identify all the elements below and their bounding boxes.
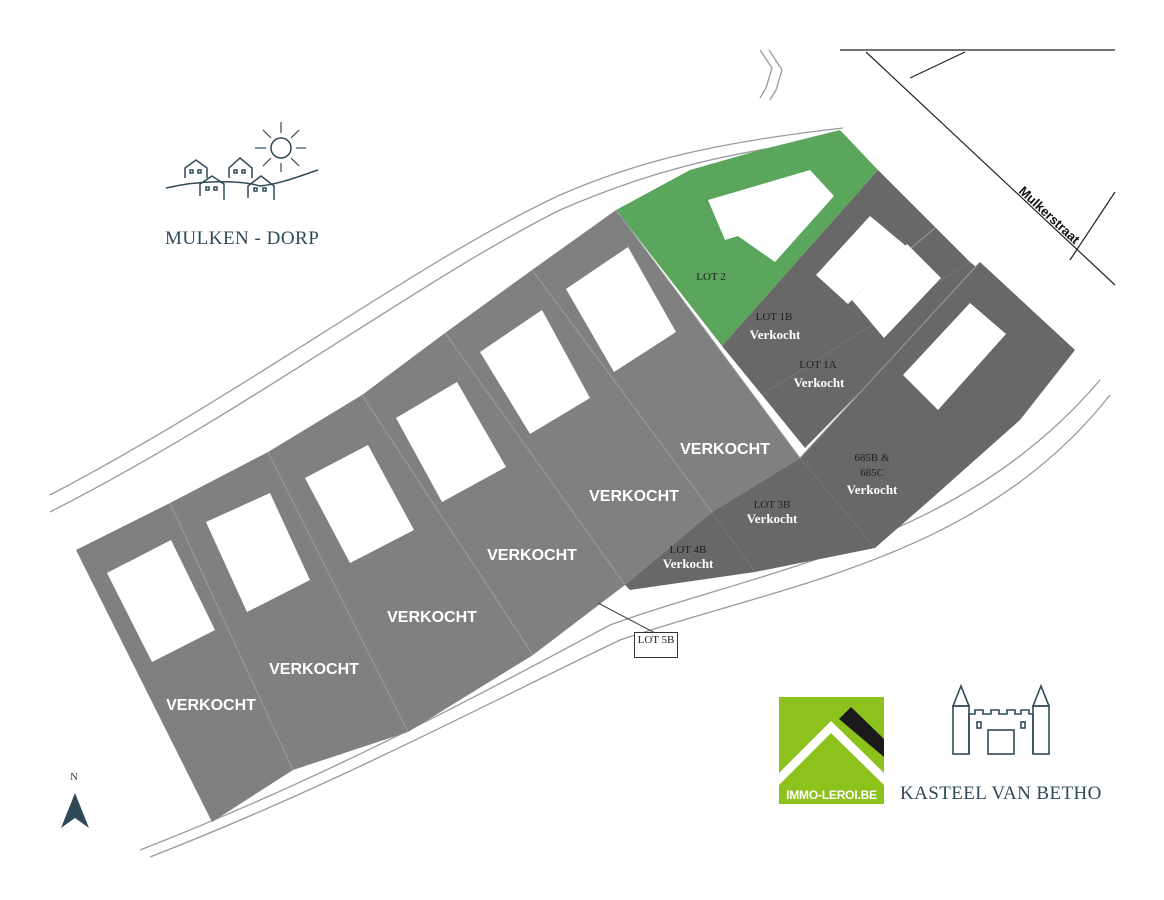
lot-3b[interactable] bbox=[712, 458, 875, 572]
lots-layer bbox=[76, 130, 1075, 822]
lot-4b-label: LOT 4B bbox=[670, 544, 707, 556]
lot-2-label: LOT 2 bbox=[696, 271, 725, 283]
immo-leroi-logo[interactable]: IMMO-LEROI.BE bbox=[779, 697, 884, 804]
street-lines bbox=[840, 49, 1116, 286]
lot-4b-status: Verkocht bbox=[663, 556, 714, 571]
lot-1a[interactable] bbox=[762, 262, 980, 448]
building-footprint bbox=[816, 216, 906, 304]
building-footprint bbox=[206, 493, 310, 612]
lot-685-label-2: 685C bbox=[860, 467, 884, 479]
sold-label: VERKOCHT bbox=[487, 547, 577, 564]
north-label: N bbox=[70, 771, 78, 783]
lot-685-label-1: 685B & bbox=[854, 452, 890, 464]
lot-5b-label: LOT 5B bbox=[634, 632, 678, 658]
lot-3b-status: Verkocht bbox=[747, 511, 798, 526]
building-footprint bbox=[903, 303, 1006, 410]
building-footprint bbox=[852, 244, 941, 338]
lot-4b[interactable] bbox=[625, 512, 755, 590]
sold-label: VERKOCHT bbox=[166, 697, 256, 714]
lot-5b-leader bbox=[597, 602, 656, 634]
lot-3b-label: LOT 3B bbox=[754, 499, 791, 511]
building-footprint bbox=[107, 540, 215, 662]
sold-label: VERKOCHT bbox=[589, 488, 679, 505]
lot-1a-status: Verkocht bbox=[794, 375, 845, 390]
castle-icon bbox=[951, 683, 1051, 755]
lot-685-status: Verkocht bbox=[847, 482, 898, 497]
building-footprint bbox=[566, 247, 676, 372]
building-footprint bbox=[396, 382, 506, 502]
lot-1b-status: Verkocht bbox=[750, 327, 801, 342]
building-footprint bbox=[305, 445, 414, 563]
immo-logo-text: IMMO-LEROI.BE bbox=[786, 788, 877, 802]
street-name: Mulkerstraat bbox=[1016, 183, 1083, 247]
north-arrow-icon bbox=[61, 793, 89, 828]
kasteel-name: KASTEEL VAN BETHO bbox=[900, 783, 1102, 804]
sold-label: VERKOCHT bbox=[269, 661, 359, 678]
sold-label: VERKOCHT bbox=[387, 609, 477, 626]
brand-name: MULKEN - DORP bbox=[165, 228, 320, 249]
road-lines bbox=[49, 49, 1111, 858]
sold-label: VERKOCHT bbox=[680, 441, 770, 458]
village-sun-icon bbox=[165, 122, 319, 200]
building-footprint bbox=[708, 170, 834, 262]
lot-1b-label: LOT 1B bbox=[756, 311, 793, 323]
house-roof-logo-icon bbox=[779, 707, 884, 785]
building-footprint bbox=[480, 310, 590, 434]
lot-1a-label: LOT 1A bbox=[799, 359, 836, 371]
